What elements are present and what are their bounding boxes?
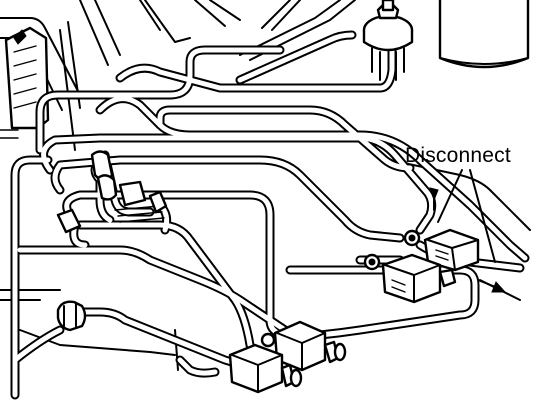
inline-filter	[56, 300, 87, 332]
vacuum-valve	[362, 0, 414, 81]
lower-connector-right	[260, 320, 347, 372]
disconnect-label: Disconnect	[405, 144, 511, 167]
callout-leaders	[429, 169, 496, 263]
pull-direction-arrow	[477, 279, 507, 293]
lower-connector-left	[228, 343, 303, 394]
disconnect-connector-lower	[363, 253, 457, 304]
fluid-reservoir-canister	[438, 0, 530, 69]
hose-junction-cluster	[56, 150, 168, 234]
